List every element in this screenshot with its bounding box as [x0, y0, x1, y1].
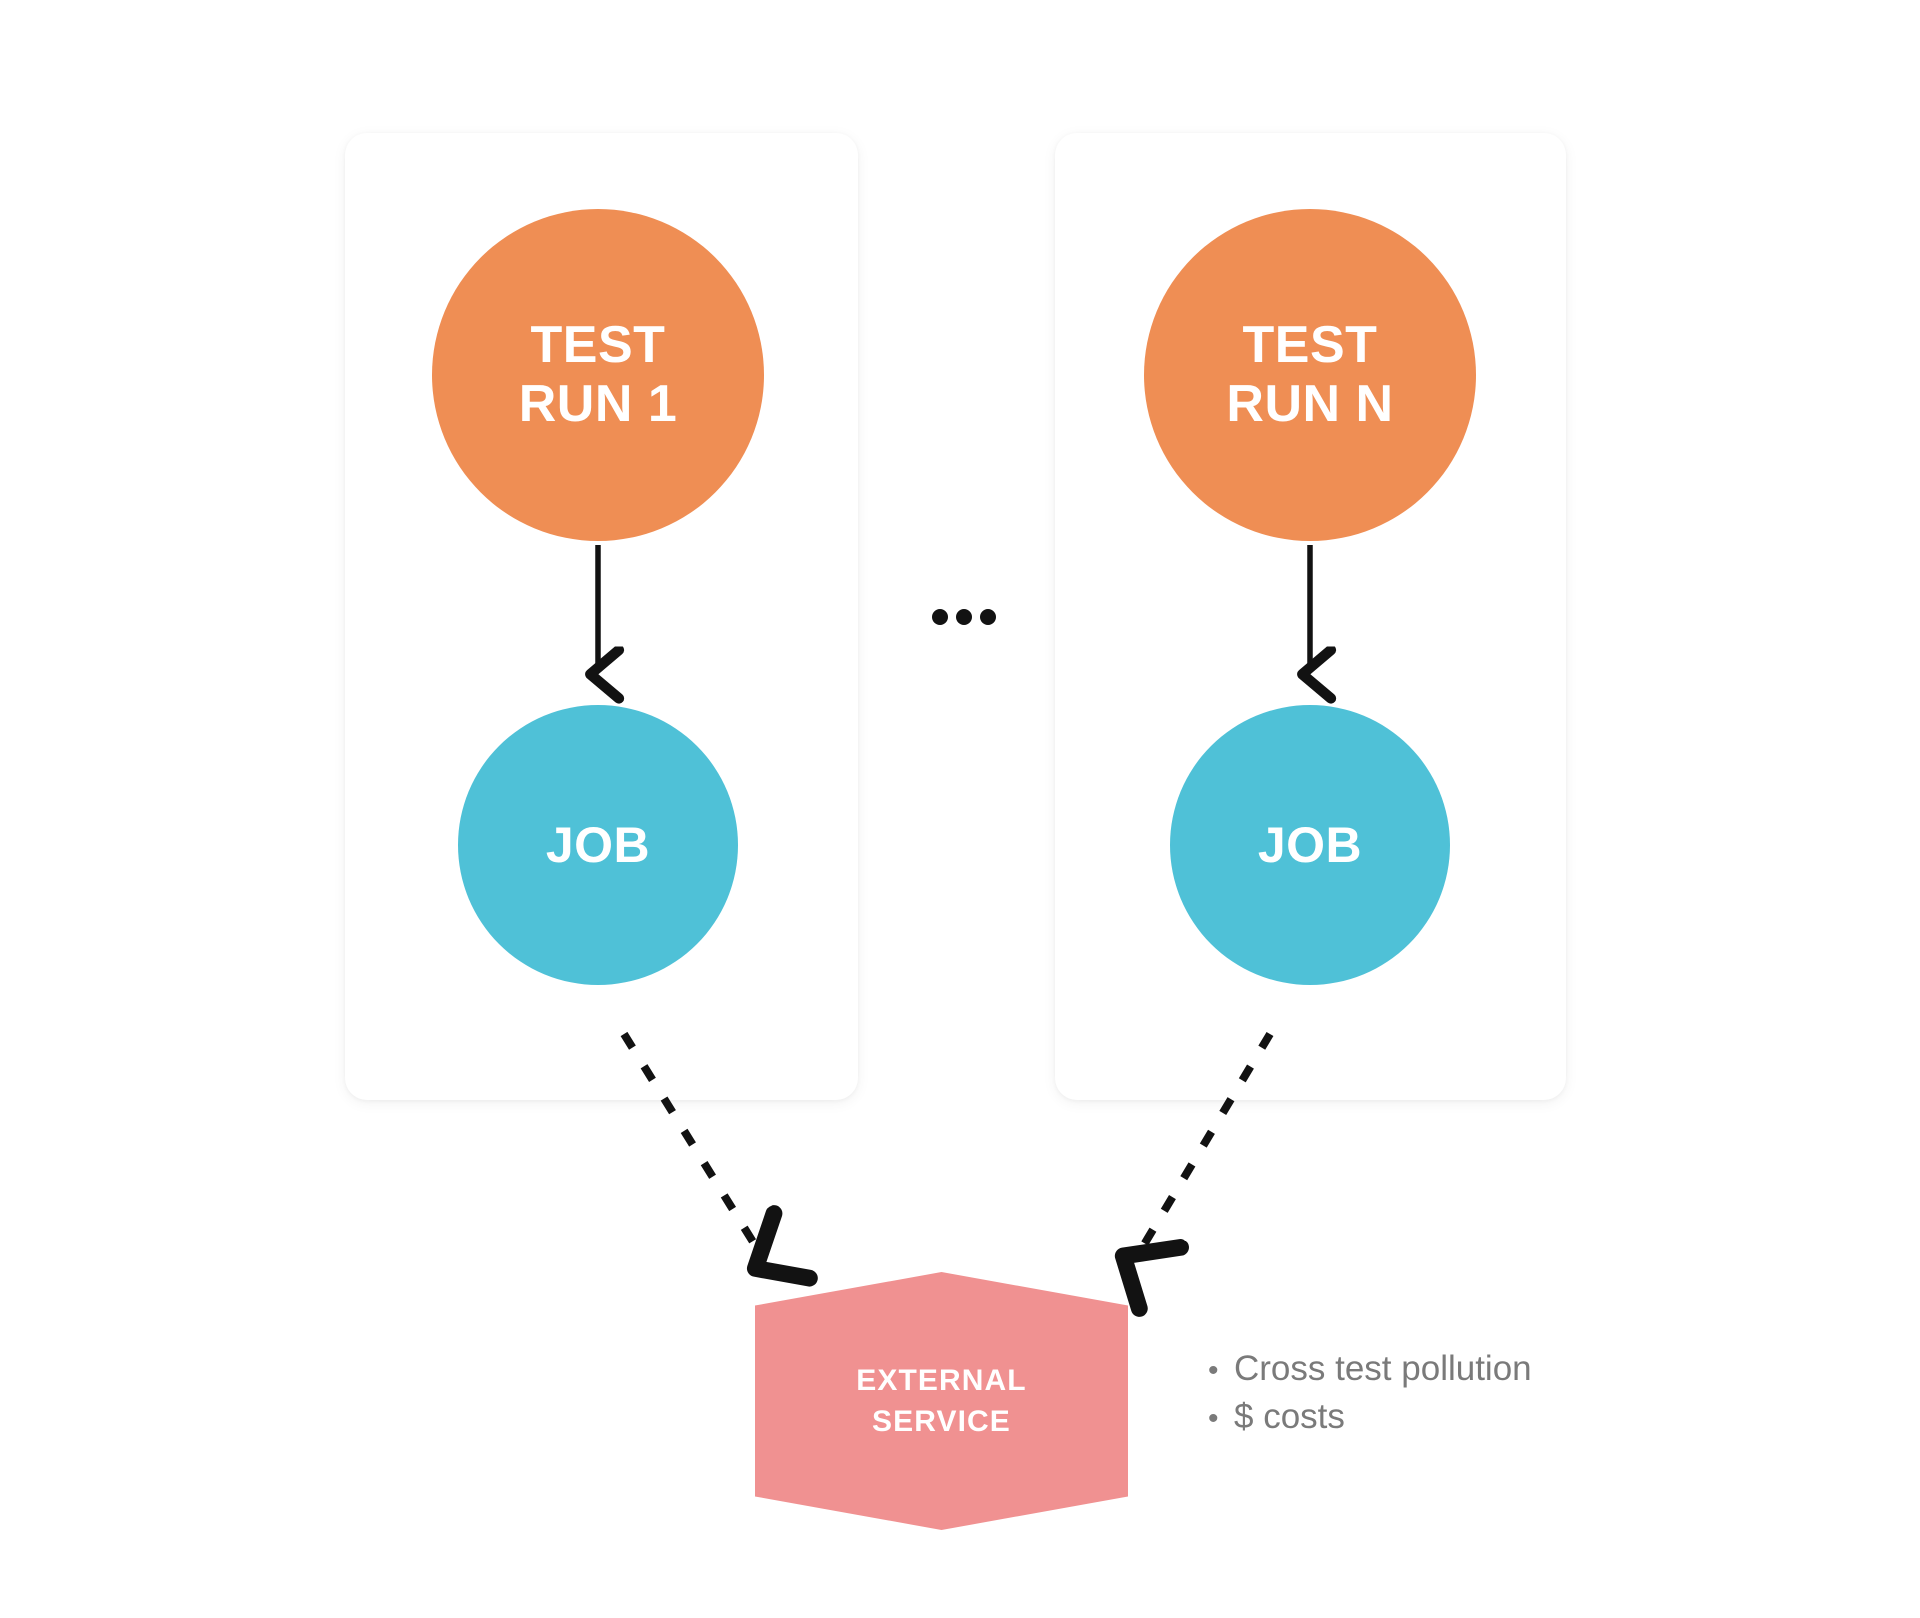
note-item: • Cross test pollution: [1208, 1345, 1628, 1393]
job-node-1: JOB: [458, 705, 738, 985]
job-1-label: JOB: [545, 816, 651, 873]
hexagon-shape: [755, 1272, 1128, 1530]
external-service-node: EXTERNAL SERVICE: [755, 1272, 1128, 1530]
note-item: • $ costs: [1208, 1393, 1628, 1441]
note-text: Cross test pollution: [1234, 1349, 1532, 1388]
test-run-n-label: TEST RUN N: [1226, 315, 1394, 433]
test-run-n-node: TEST RUN N: [1144, 209, 1476, 541]
notes-list: • Cross test pollution • $ costs: [1208, 1345, 1628, 1442]
external-service-label: EXTERNAL SERVICE: [856, 1363, 1027, 1438]
ellipsis-icon: [932, 609, 996, 625]
bullet-icon: •: [1208, 1354, 1219, 1387]
ellipsis-dot-2: [956, 609, 972, 625]
bullet-icon: •: [1208, 1402, 1219, 1436]
job-n-label: JOB: [1257, 816, 1363, 873]
note-text: $ costs: [1234, 1397, 1345, 1437]
job-node-n: JOB: [1170, 705, 1450, 985]
ellipsis-dot-1: [932, 609, 948, 625]
test-run-1-label: TEST RUN 1: [518, 315, 678, 433]
ellipsis-dot-3: [980, 609, 996, 625]
test-run-1-node: TEST RUN 1: [432, 209, 764, 541]
